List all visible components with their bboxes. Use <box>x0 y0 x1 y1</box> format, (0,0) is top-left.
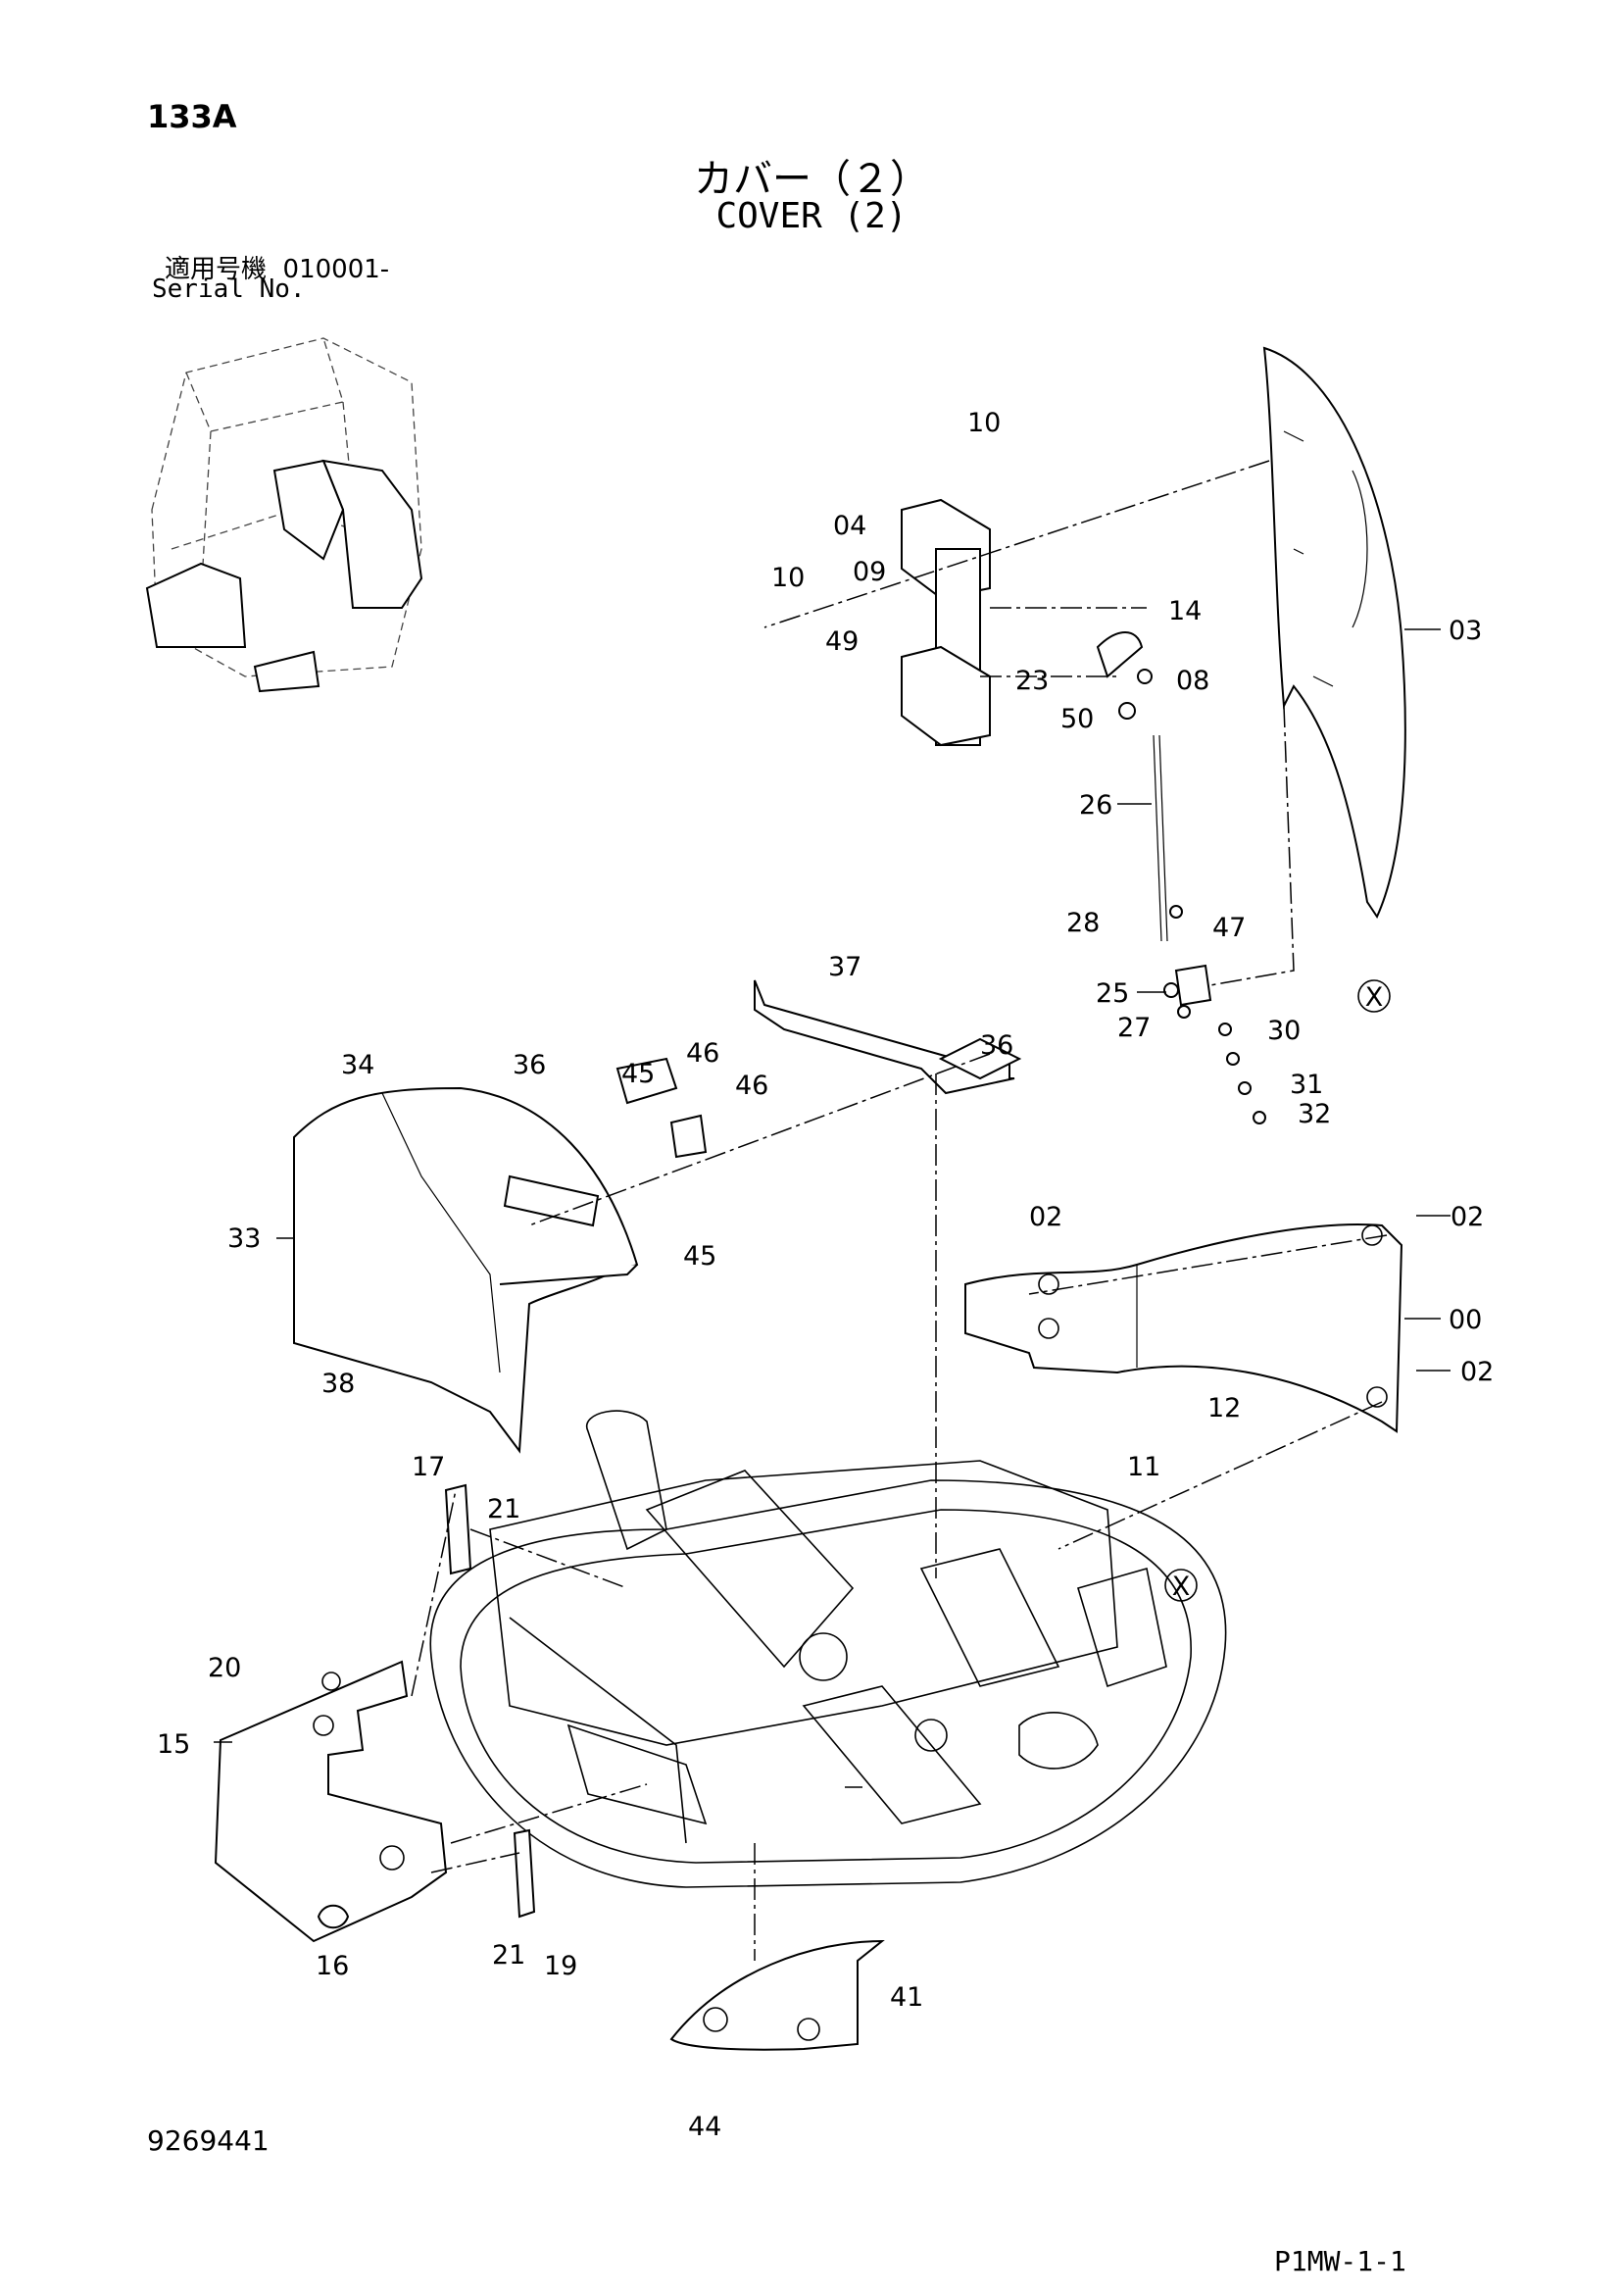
callout-04: 04 <box>833 511 866 541</box>
brackets-17-19 <box>444 1483 536 1919</box>
cover-00 <box>964 1223 1403 1433</box>
callout-16: 16 <box>316 1951 349 1981</box>
callout-37: 37 <box>828 952 861 982</box>
rod-assembly <box>1096 631 1266 1124</box>
callout-23: 23 <box>1015 666 1049 696</box>
callout-labels: 00 02 02 02 03 04 08 09 10 10 11 12 14 1… <box>157 408 1494 2142</box>
callout-45: 45 <box>683 1241 716 1272</box>
callout-10: 10 <box>771 563 805 593</box>
callout-36: 36 <box>513 1050 546 1080</box>
callout-03: 03 <box>1449 616 1482 646</box>
callout-36: 36 <box>980 1030 1013 1061</box>
callout-10: 10 <box>967 408 1001 438</box>
callout-02: 02 <box>1451 1202 1484 1232</box>
reference-mark-x-bottom: X <box>1164 1569 1198 1602</box>
diagram-title: COVER (2) <box>715 196 908 236</box>
callout-08: 08 <box>1176 666 1209 696</box>
callout-17: 17 <box>412 1452 445 1482</box>
callout-21: 21 <box>492 1940 525 1971</box>
callout-02: 02 <box>1029 1202 1062 1232</box>
svg-text:X: X <box>1365 982 1384 1013</box>
page-label: 133A <box>147 98 237 135</box>
callout-38: 38 <box>321 1369 355 1399</box>
callout-25: 25 <box>1096 978 1129 1009</box>
callout-46: 46 <box>735 1071 768 1101</box>
callout-49: 49 <box>825 626 859 657</box>
cover-15 <box>214 1660 448 1943</box>
callout-45: 45 <box>621 1059 655 1089</box>
cover-41 <box>669 1939 885 2051</box>
callout-11: 11 <box>1127 1452 1160 1482</box>
machine-overview-inset <box>145 337 423 693</box>
callout-41: 41 <box>890 1982 923 2013</box>
side-cover-03 <box>1262 346 1406 920</box>
callout-27: 27 <box>1117 1013 1151 1043</box>
callout-14: 14 <box>1168 596 1202 626</box>
callout-34: 34 <box>341 1050 374 1080</box>
callout-50: 50 <box>1060 704 1094 734</box>
callout-31: 31 <box>1290 1070 1323 1100</box>
sheet-code: P1MW-1-1 <box>1274 2245 1406 2277</box>
callout-46: 46 <box>686 1038 719 1069</box>
frame-assembly <box>429 1410 1227 1888</box>
hinge-bracket-04 <box>901 498 991 747</box>
leader-lines <box>214 628 1451 1788</box>
callout-33: 33 <box>227 1223 261 1254</box>
serial-applicability: 適用号機 010001- <box>165 255 390 284</box>
callout-02: 02 <box>1460 1357 1494 1387</box>
callout-44: 44 <box>688 2112 721 2142</box>
callout-19: 19 <box>544 1951 577 1981</box>
document-number: 9269441 <box>147 2124 270 2157</box>
reference-mark-x-top: X <box>1357 979 1391 1013</box>
svg-text:X: X <box>1172 1572 1191 1602</box>
plate-37 <box>754 979 1022 1095</box>
callout-00: 00 <box>1449 1305 1482 1335</box>
callout-21: 21 <box>487 1494 520 1524</box>
callout-09: 09 <box>853 557 886 587</box>
assembly-lines <box>411 460 1388 1961</box>
callout-28: 28 <box>1066 908 1100 938</box>
serial-label: Serial No. <box>152 275 306 304</box>
callout-15: 15 <box>157 1729 190 1760</box>
callout-26: 26 <box>1079 790 1112 821</box>
callout-20: 20 <box>208 1653 241 1683</box>
diagram-title-japanese: カバー（２） <box>694 157 929 202</box>
callout-47: 47 <box>1212 913 1246 943</box>
callout-32: 32 <box>1298 1099 1331 1129</box>
callout-30: 30 <box>1267 1016 1301 1046</box>
bracket-45 <box>615 1057 708 1159</box>
cover-33 <box>293 1086 639 1454</box>
callout-12: 12 <box>1207 1393 1241 1423</box>
